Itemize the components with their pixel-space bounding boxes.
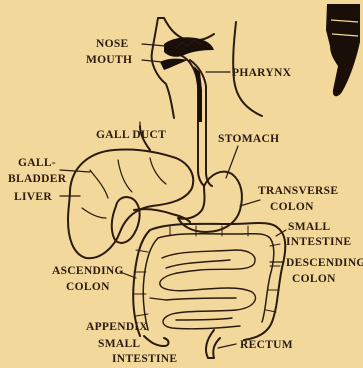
label-stomach: STOMACH <box>218 133 279 145</box>
label-appendix: APPENDIX <box>86 321 148 333</box>
appendix <box>144 336 169 346</box>
label-descending: DESCENDING <box>286 257 363 269</box>
colon-inner <box>143 234 274 330</box>
label-small-intestine-2-line2: INTESTINE <box>112 353 177 365</box>
pointing-hand-icon <box>326 4 360 96</box>
label-small-intestine-1-line1: SMALL <box>288 221 330 233</box>
label-bladder: BLADDER <box>8 173 67 185</box>
label-descending-colon: COLON <box>292 273 336 285</box>
esophagus <box>182 56 212 186</box>
label-small-intestine-2-line1: SMALL <box>98 338 140 350</box>
label-gall-duct: GALL DUCT <box>96 129 166 141</box>
rectum <box>206 330 220 358</box>
label-transverse: TRANSVERSE <box>258 185 338 197</box>
label-liver: LIVER <box>14 191 52 203</box>
label-nose: NOSE <box>96 38 129 50</box>
label-gall: GALL- <box>18 157 56 169</box>
label-ascending-colon: COLON <box>66 281 110 293</box>
small-intestine-coils <box>160 250 256 329</box>
label-rectum: RECTUM <box>240 339 293 351</box>
leader-lines <box>60 44 286 348</box>
liver <box>68 149 193 258</box>
label-pharynx: PHARYNX <box>232 67 292 79</box>
label-small-intestine-1-line2: INTESTINE <box>286 236 351 248</box>
label-ascending: ASCENDING <box>52 265 124 277</box>
label-mouth: MOUTH <box>86 54 132 66</box>
label-transverse-colon: COLON <box>270 201 314 213</box>
nasal-oral-cavity <box>160 37 214 70</box>
